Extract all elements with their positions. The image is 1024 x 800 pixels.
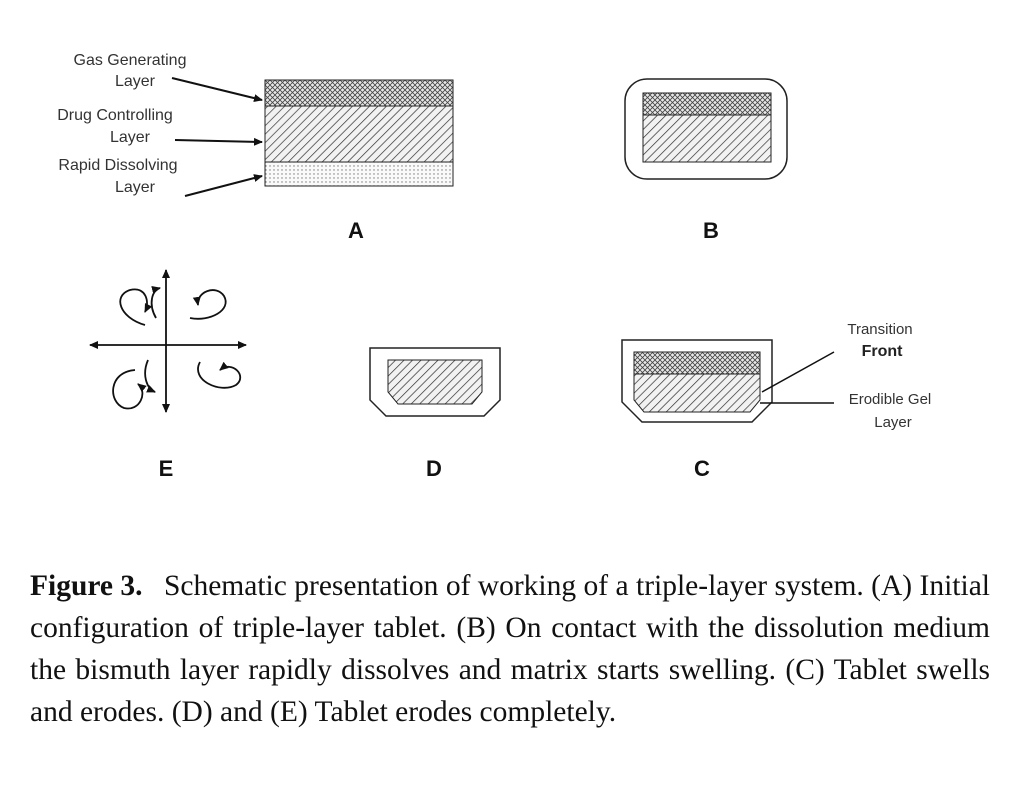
b-gas-layer: [642, 92, 772, 116]
gas-layer-pointer-arrow: [171, 77, 263, 102]
c-gas-layer: [633, 351, 761, 375]
panel-e: [89, 269, 247, 413]
e-swirl-top-left: [119, 288, 153, 326]
drug-layer-pointer-arrow: [174, 137, 263, 146]
rapid-dissolving-layer: [264, 161, 454, 187]
erodible-gel-label-line2: Layer: [874, 414, 912, 431]
panel-letter-c: C: [694, 456, 710, 481]
e-swirl-top-center: [150, 286, 161, 319]
transition-label-line1: Transition: [847, 321, 912, 338]
drug-controlling-label-line1: Drug Controlling: [57, 107, 173, 124]
panel-c: Transition Front Erodible Gel Layer C: [621, 321, 932, 481]
rapid-dissolving-label-line2: Layer: [115, 179, 156, 196]
rapid-dissolving-label-line1: Rapid Dissolving: [58, 157, 177, 174]
panel-d: D: [369, 347, 501, 481]
panel-letter-a: A: [348, 218, 364, 243]
drug-controlling-label-line2: Layer: [110, 129, 151, 146]
d-drug-core: [387, 359, 483, 405]
c-drug-layer: [633, 373, 761, 413]
rapid-layer-pointer-arrow: [184, 174, 263, 197]
gas-generating-label-line1: Gas Generating: [74, 52, 187, 69]
e-swirl-bottom-center: [144, 359, 156, 393]
b-drug-layer: [642, 114, 772, 163]
drug-controlling-layer: [264, 105, 454, 163]
figure-caption-text: Schematic presentation of working of a t…: [30, 570, 990, 728]
gas-generating-label-line2: Layer: [115, 73, 156, 90]
e-swirl-top-right: [189, 289, 227, 320]
transition-front-leader: [761, 351, 835, 393]
figure-label: Figure 3.: [30, 570, 143, 602]
gas-generating-layer: [264, 79, 454, 107]
e-swirl-bottom-left: [112, 369, 147, 410]
panel-letter-e: E: [159, 456, 174, 481]
panel-b: B: [624, 78, 788, 243]
figure-caption: Figure 3. Schematic presentation of work…: [30, 565, 990, 733]
transition-label-line2: Front: [862, 343, 904, 360]
panel-a: Gas Generating Layer Drug Controlling La…: [57, 52, 454, 243]
erodible-gel-label-line1: Erodible Gel: [849, 391, 932, 408]
panel-letter-b: B: [703, 218, 719, 243]
panel-letter-d: D: [426, 456, 442, 481]
e-swirl-bottom-right: [197, 361, 242, 389]
